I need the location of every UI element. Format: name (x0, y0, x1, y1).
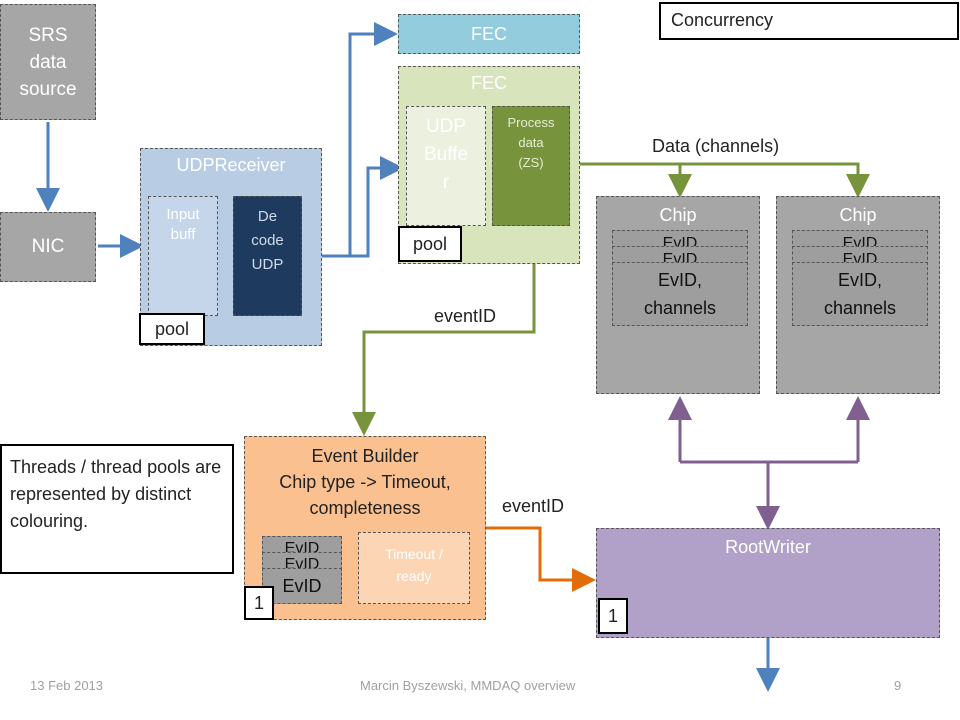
root-writer-title: RootWriter (725, 537, 811, 557)
fec-top-box: FEC (398, 14, 580, 54)
root-writer-box: RootWriter (596, 528, 940, 638)
arrow-event-builder-to-rootwriter (470, 526, 596, 592)
srs-label: SRS data source (19, 24, 77, 100)
udp-receiver-pool-label: pool (154, 318, 190, 339)
nic-box: NIC (0, 212, 96, 282)
process-data-label: Process data (ZS) (507, 115, 555, 170)
footer-author: Marcin Byszewski, MMDAQ overview (360, 678, 576, 693)
udp-buffer-label: UDP Buffe r (423, 116, 469, 193)
chip-1-title: Chip (659, 205, 697, 225)
process-data-box: Process data (ZS) (492, 106, 570, 226)
arrow-process-to-chip1 (570, 162, 692, 198)
legend-note-text: Threads / thread pools are represented b… (10, 457, 222, 531)
timeout-ready-label: Timeout / ready (385, 546, 443, 584)
event-builder-title-line1: Event Builder (311, 446, 419, 466)
udp-receiver-title: UDPReceiver (176, 155, 286, 175)
chip-2-title: Chip (839, 205, 877, 225)
fec-pool-badge: pool (398, 226, 462, 262)
arrow-process-to-chip2 (680, 162, 870, 198)
input-buff-box: Input buff (148, 196, 218, 316)
input-buff-label: Input buff (166, 206, 200, 243)
concurrency-text: Concurrency (671, 10, 774, 30)
chip-1-evid-channels: EvID, channels (612, 262, 748, 326)
timeout-ready-box: Timeout / ready (358, 532, 470, 604)
event-builder-evid-front: EvID (262, 568, 342, 604)
srs-data-source-box: SRS data source (0, 4, 96, 120)
decode-udp-box: De code UDP (233, 196, 302, 316)
concurrency-label: Concurrency (659, 2, 959, 40)
udp-receiver-pool-badge: pool (139, 313, 205, 345)
arrow-decode-to-udp-buffer (302, 156, 404, 258)
nic-label: NIC (31, 236, 65, 257)
udp-buffer-box: UDP Buffe r (406, 106, 486, 226)
chip-2-evid-channels: EvID, channels (792, 262, 928, 326)
fec-top-label: FEC (471, 23, 507, 44)
legend-note: Threads / thread pools are represented b… (0, 444, 234, 574)
event-builder-title-line3: completeness (309, 498, 421, 518)
footer-date: 13 Feb 2013 (30, 678, 104, 693)
event-id-label-upper: eventID (434, 306, 497, 326)
event-builder-thread-badge: 1 (244, 586, 274, 620)
arrow-process-to-event-builder (352, 226, 536, 436)
footer-page-number: 9 (894, 678, 902, 693)
decode-udp-label: De code UDP (251, 208, 284, 273)
data-channels-label: Data (channels) (652, 136, 780, 156)
root-writer-thread-badge: 1 (598, 598, 628, 634)
fec-title: FEC (471, 73, 507, 93)
fec-pool-label: pool (412, 233, 448, 254)
event-id-label-lower: eventID (502, 496, 565, 516)
event-builder-title: Event Builder Chip type -> Timeout, comp… (245, 443, 485, 521)
event-builder-title-line2: Chip type -> Timeout, (279, 472, 451, 492)
